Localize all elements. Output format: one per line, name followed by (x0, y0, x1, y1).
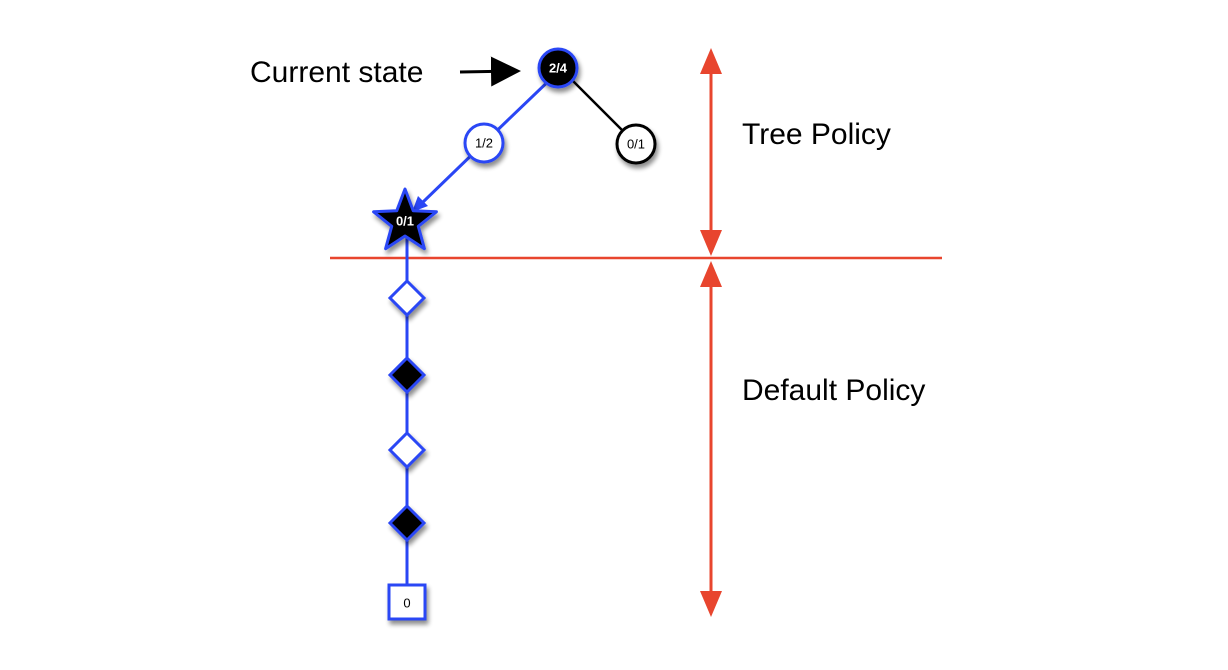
rollout-step-black-diamond (387, 355, 427, 395)
tree-node-left: 1/2 (463, 122, 505, 164)
tree-policy-label: Tree Policy (742, 118, 891, 151)
default-policy-extent-arrow (700, 261, 722, 617)
current-state-label: Current state (250, 56, 423, 89)
tree-policy-extent-arrow (700, 48, 722, 256)
tree-node-root: 2/4 (537, 47, 579, 89)
svg-text:1/2: 1/2 (475, 136, 493, 151)
svg-text:0: 0 (403, 596, 410, 611)
edge-left-to-star-arrowhead (412, 196, 428, 212)
expanded-node-star: 0/1 (372, 187, 438, 251)
current-state-arrow (459, 56, 521, 87)
rollout-steps (387, 278, 427, 543)
rollout-step-black-diamond (387, 503, 427, 543)
default-policy-label: Default Policy (742, 374, 925, 407)
tree-node-right: 0/1 (615, 123, 657, 165)
svg-text:0/1: 0/1 (396, 214, 414, 229)
rollout-step-white-diamond (387, 278, 427, 318)
svg-text:0/1: 0/1 (627, 137, 645, 152)
rollout-step-white-diamond (387, 430, 427, 470)
svg-text:2/4: 2/4 (549, 61, 568, 76)
terminal-node: 0 (387, 583, 427, 621)
